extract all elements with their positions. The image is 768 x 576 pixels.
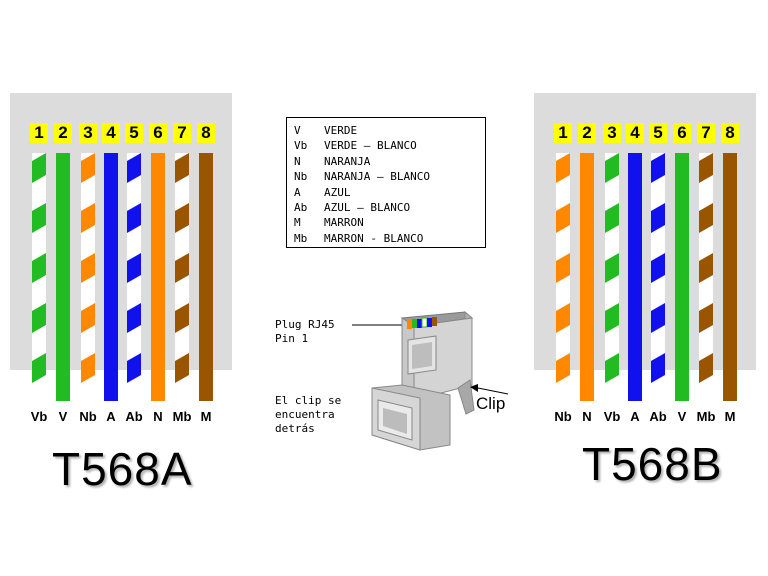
pin-number-2: 2 <box>54 123 72 143</box>
wire-pin-8 <box>723 153 737 401</box>
wire-pin-6 <box>151 153 165 401</box>
wire-pin-5 <box>651 153 665 401</box>
wire-code-pin-3: Nb <box>79 409 97 424</box>
legend-color-name: VERDE – BLANCO <box>324 139 417 153</box>
pin-number-7: 7 <box>173 123 191 143</box>
legend-color-name: MARRON <box>324 216 364 230</box>
legend-code: Nb <box>294 170 308 184</box>
pin-number-5: 5 <box>649 123 667 143</box>
wire-pin-1 <box>32 153 46 401</box>
pin-number-4: 4 <box>102 123 120 143</box>
pin-number-4: 4 <box>626 123 644 143</box>
wire-code-pin-2: N <box>582 409 592 424</box>
pin-number-2: 2 <box>578 123 596 143</box>
pin-number-3: 3 <box>79 123 97 143</box>
t568b-title: T568B <box>582 438 723 490</box>
pin-number-6: 6 <box>673 123 691 143</box>
connector-window-lower-inner <box>383 408 407 434</box>
wire-code-pin-1: Nb <box>554 409 572 424</box>
legend-color-name: NARANJA <box>324 154 371 168</box>
wire-code-pin-8: M <box>724 409 736 424</box>
legend-code: V <box>294 124 301 137</box>
legend-code: Vb <box>294 139 308 153</box>
rj45-connector-illustration <box>352 310 509 451</box>
pin-contact-3 <box>417 319 422 328</box>
legend-color-name: MARRON - BLANCO <box>324 231 424 245</box>
wire-pin-1 <box>556 153 570 401</box>
wire-pin-8 <box>199 153 213 401</box>
pin-number-3: 3 <box>603 123 621 143</box>
legend-color-name: AZUL – BLANCO <box>324 201 411 215</box>
legend-row: Vb VERDE – BLANCO <box>294 138 485 153</box>
wire-code-pin-4: A <box>106 409 116 424</box>
pin-number-5: 5 <box>125 123 143 143</box>
legend-code: Mb <box>294 231 308 245</box>
wire-code-pin-2: V <box>58 409 68 424</box>
clip-note: El clip se encuentra detrás <box>275 394 342 435</box>
legend-color-name: AZUL <box>324 185 351 199</box>
wire-pin-4 <box>104 153 118 401</box>
pin-contact-2 <box>412 319 417 328</box>
pin-number-8: 8 <box>721 123 739 143</box>
wire-pin-3 <box>605 153 619 401</box>
wire-code-pin-4: A <box>630 409 640 424</box>
legend-color-name: NARANJA – BLANCO <box>324 170 430 184</box>
pin-number-1: 1 <box>554 123 572 143</box>
clip-pointer-line <box>477 387 509 395</box>
legend-row: Ab AZUL – BLANCO <box>294 200 485 215</box>
wire-pin-3 <box>81 153 95 401</box>
pin-number-1: 1 <box>30 123 48 143</box>
wire-code-pin-7: Mb <box>172 409 192 424</box>
wire-pin-2 <box>56 153 70 401</box>
wire-pin-7 <box>175 153 189 401</box>
pin-number-8: 8 <box>197 123 215 143</box>
pin-contact-4 <box>421 317 428 328</box>
pin-contact-1 <box>407 320 412 329</box>
pin-contact-5 <box>427 318 432 327</box>
legend-row: N NARANJA <box>294 154 485 169</box>
wire-code-pin-3: Vb <box>603 409 621 424</box>
plug-rj45-note: Plug RJ45 Pin 1 <box>275 318 335 345</box>
legend-code: N <box>294 154 301 168</box>
wire-pin-6 <box>675 153 689 401</box>
legend-color-name: VERDE <box>324 124 358 137</box>
legend-row: V VERDE <box>294 123 485 138</box>
legend-code: Ab <box>294 201 308 215</box>
clip-label: Clip <box>476 394 506 413</box>
legend-code: A <box>294 185 301 199</box>
wire-code-pin-6: V <box>677 409 687 424</box>
legend-code: M <box>294 216 301 230</box>
wire-pin-4 <box>628 153 642 401</box>
legend-row: M MARRON <box>294 215 485 230</box>
legend-row: Nb NARANJA – BLANCO <box>294 169 485 184</box>
wire-pin-7 <box>699 153 713 401</box>
wire-code-pin-6: N <box>153 409 163 424</box>
color-legend: V VERDE Vb VERDE – BLANCO N NARANJA Nb NARANJA … <box>286 117 486 248</box>
wire-code-pin-5: Ab <box>125 409 143 424</box>
pin-number-7: 7 <box>697 123 715 143</box>
connector-window-upper-inner <box>412 342 432 369</box>
wire-code-pin-1: Vb <box>30 409 48 424</box>
pin-number-6: 6 <box>149 123 167 143</box>
wire-code-pin-7: Mb <box>696 409 716 424</box>
clip-pointer-arrow <box>470 384 478 392</box>
wire-pin-2 <box>580 153 594 401</box>
connector-clip <box>457 379 475 415</box>
legend-row: A AZUL <box>294 185 485 200</box>
wire-pin-5 <box>127 153 141 401</box>
legend-row: Mb MARRON - BLANCO <box>294 231 485 246</box>
wire-code-pin-8: M <box>200 409 212 424</box>
t568a-title: T568A <box>52 443 193 495</box>
wire-code-pin-5: Ab <box>649 409 667 424</box>
pin-contact-6 <box>432 317 437 326</box>
